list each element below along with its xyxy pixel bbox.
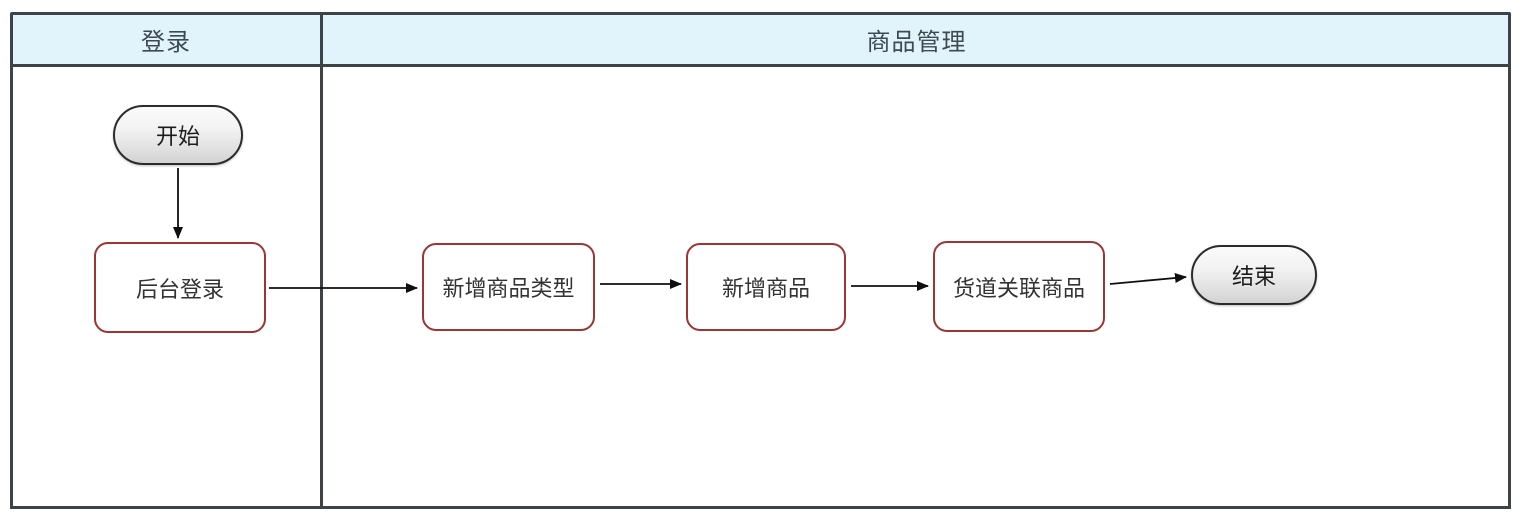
node-add-product: 新增商品 bbox=[686, 243, 846, 331]
node-backend-login: 后台登录 bbox=[94, 242, 266, 333]
node-add-product-type: 新增商品类型 bbox=[422, 243, 595, 331]
lane-divider bbox=[320, 12, 323, 509]
node-end: 结束 bbox=[1191, 245, 1317, 305]
lane-title-login: 登录 bbox=[141, 29, 191, 56]
swimlane-header-row bbox=[10, 12, 1511, 67]
node-start: 开始 bbox=[113, 105, 243, 165]
node-channel-link-product: 货道关联商品 bbox=[933, 241, 1105, 332]
lane-title-product-management: 商品管理 bbox=[866, 29, 967, 56]
